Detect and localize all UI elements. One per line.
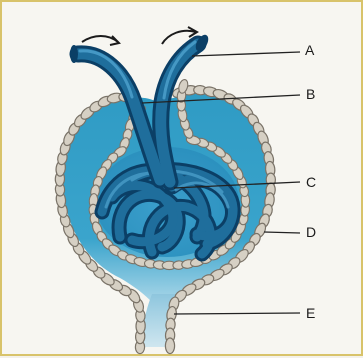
label-e: E: [306, 305, 315, 321]
label-d: D: [306, 224, 316, 240]
leader-line-d: [264, 232, 300, 233]
leader-line-e: [174, 313, 300, 314]
curved-arrow-icon: [82, 36, 119, 45]
label-a: A: [305, 42, 314, 58]
label-c: C: [306, 174, 316, 190]
epithelial-cell: [165, 338, 174, 354]
label-b: B: [306, 86, 315, 102]
leader-line-a: [192, 52, 300, 56]
